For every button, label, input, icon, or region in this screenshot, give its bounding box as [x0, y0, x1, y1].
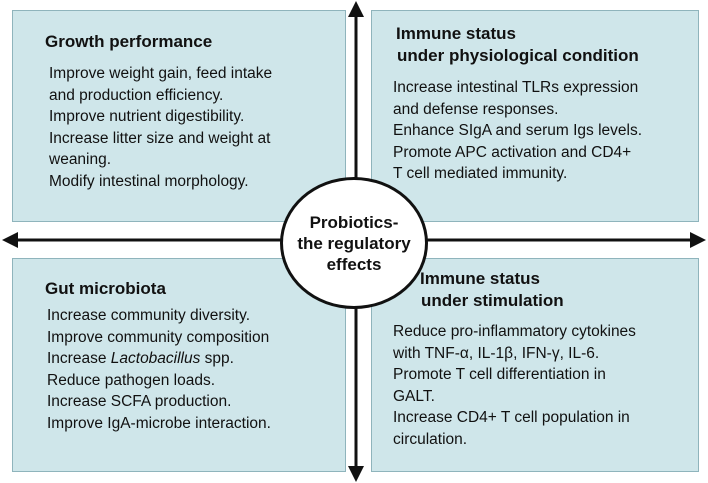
center-line-3: effects — [326, 254, 382, 274]
list-item: Increase litter size and weight at — [49, 129, 271, 147]
center-line-1: Probiotics- — [309, 212, 399, 232]
immune-stimulation-panel: Immune status under stimulation Reduce p… — [371, 258, 699, 472]
center-circle: Probiotics- the regulatory effects — [280, 177, 428, 309]
immune-stimulation-title: Immune status under stimulation — [420, 268, 564, 312]
growth-performance-title: Growth performance — [45, 31, 212, 53]
list-item: and defense responses. — [393, 100, 559, 118]
list-item: Enhance SIgA and serum Igs levels. — [393, 122, 643, 139]
immune-physiological-panel: Immune status under physiological condit… — [371, 10, 699, 222]
list-item: Increase Lactobacillus spp. — [47, 350, 234, 367]
list-item: circulation. — [393, 430, 468, 448]
list-item: Improve weight gain, feed intake — [49, 65, 273, 82]
growth-performance-panel: Growth performance Improve weight gain, … — [12, 10, 346, 222]
list-item: GALT. — [393, 387, 435, 405]
arrow-left-icon — [2, 232, 18, 248]
list-item: Modify intestinal morphology. — [49, 172, 249, 190]
list-item: Increase intestinal TLRs expression — [393, 79, 639, 96]
immune-phys-title-line-2: under physiological condition — [397, 46, 639, 65]
list-item: Increase CD4+ T cell population in — [393, 409, 630, 426]
list-item: Promote APC activation and CD4+ — [393, 143, 632, 161]
growth-performance-list: Improve weight gain, feed intake and pro… — [49, 63, 272, 192]
list-item: Reduce pro-inflammatory cytokines — [393, 323, 636, 340]
list-item: Improve community composition — [47, 328, 270, 346]
list-item: and production efficiency. — [49, 86, 224, 104]
list-item: Increase community diversity. — [47, 307, 250, 324]
immune-physiological-title: Immune status under physiological condit… — [396, 23, 639, 67]
immune-stim-title-line-2: under stimulation — [421, 291, 564, 310]
list-item: Promote T cell differentiation in — [393, 366, 606, 383]
growth-title-line-1: Growth performance — [45, 32, 213, 51]
arrow-up-icon — [348, 1, 364, 17]
list-item: Increase SCFA production. — [47, 393, 232, 410]
gut-title-line-1: Gut microbiota — [45, 279, 166, 298]
immune-physiological-list: Increase intestinal TLRs expression and … — [393, 77, 642, 185]
list-item: Reduce pathogen loads. — [47, 371, 216, 389]
arrow-right-icon — [690, 232, 706, 248]
list-item: T cell mediated immunity. — [393, 165, 568, 182]
list-item: Improve IgA-microbe interaction. — [47, 414, 271, 432]
list-item: Improve nutrient digestibility. — [49, 108, 245, 125]
list-item: weaning. — [49, 151, 112, 168]
list-item: with TNF-α, IL-1β, IFN-γ, IL-6. — [393, 344, 600, 362]
arrow-down-icon — [348, 466, 364, 482]
immune-phys-title-line-1: Immune status — [396, 24, 516, 43]
center-line-2: the regulatory — [297, 233, 411, 253]
gut-microbiota-title: Gut microbiota — [45, 278, 166, 300]
gut-microbiota-panel: Gut microbiota Increase community divers… — [12, 258, 346, 472]
immune-stim-title-line-1: Immune status — [420, 269, 540, 288]
gut-microbiota-list: Increase community diversity. Improve co… — [47, 305, 271, 434]
immune-stimulation-list: Reduce pro-inflammatory cytokines with T… — [393, 321, 636, 450]
